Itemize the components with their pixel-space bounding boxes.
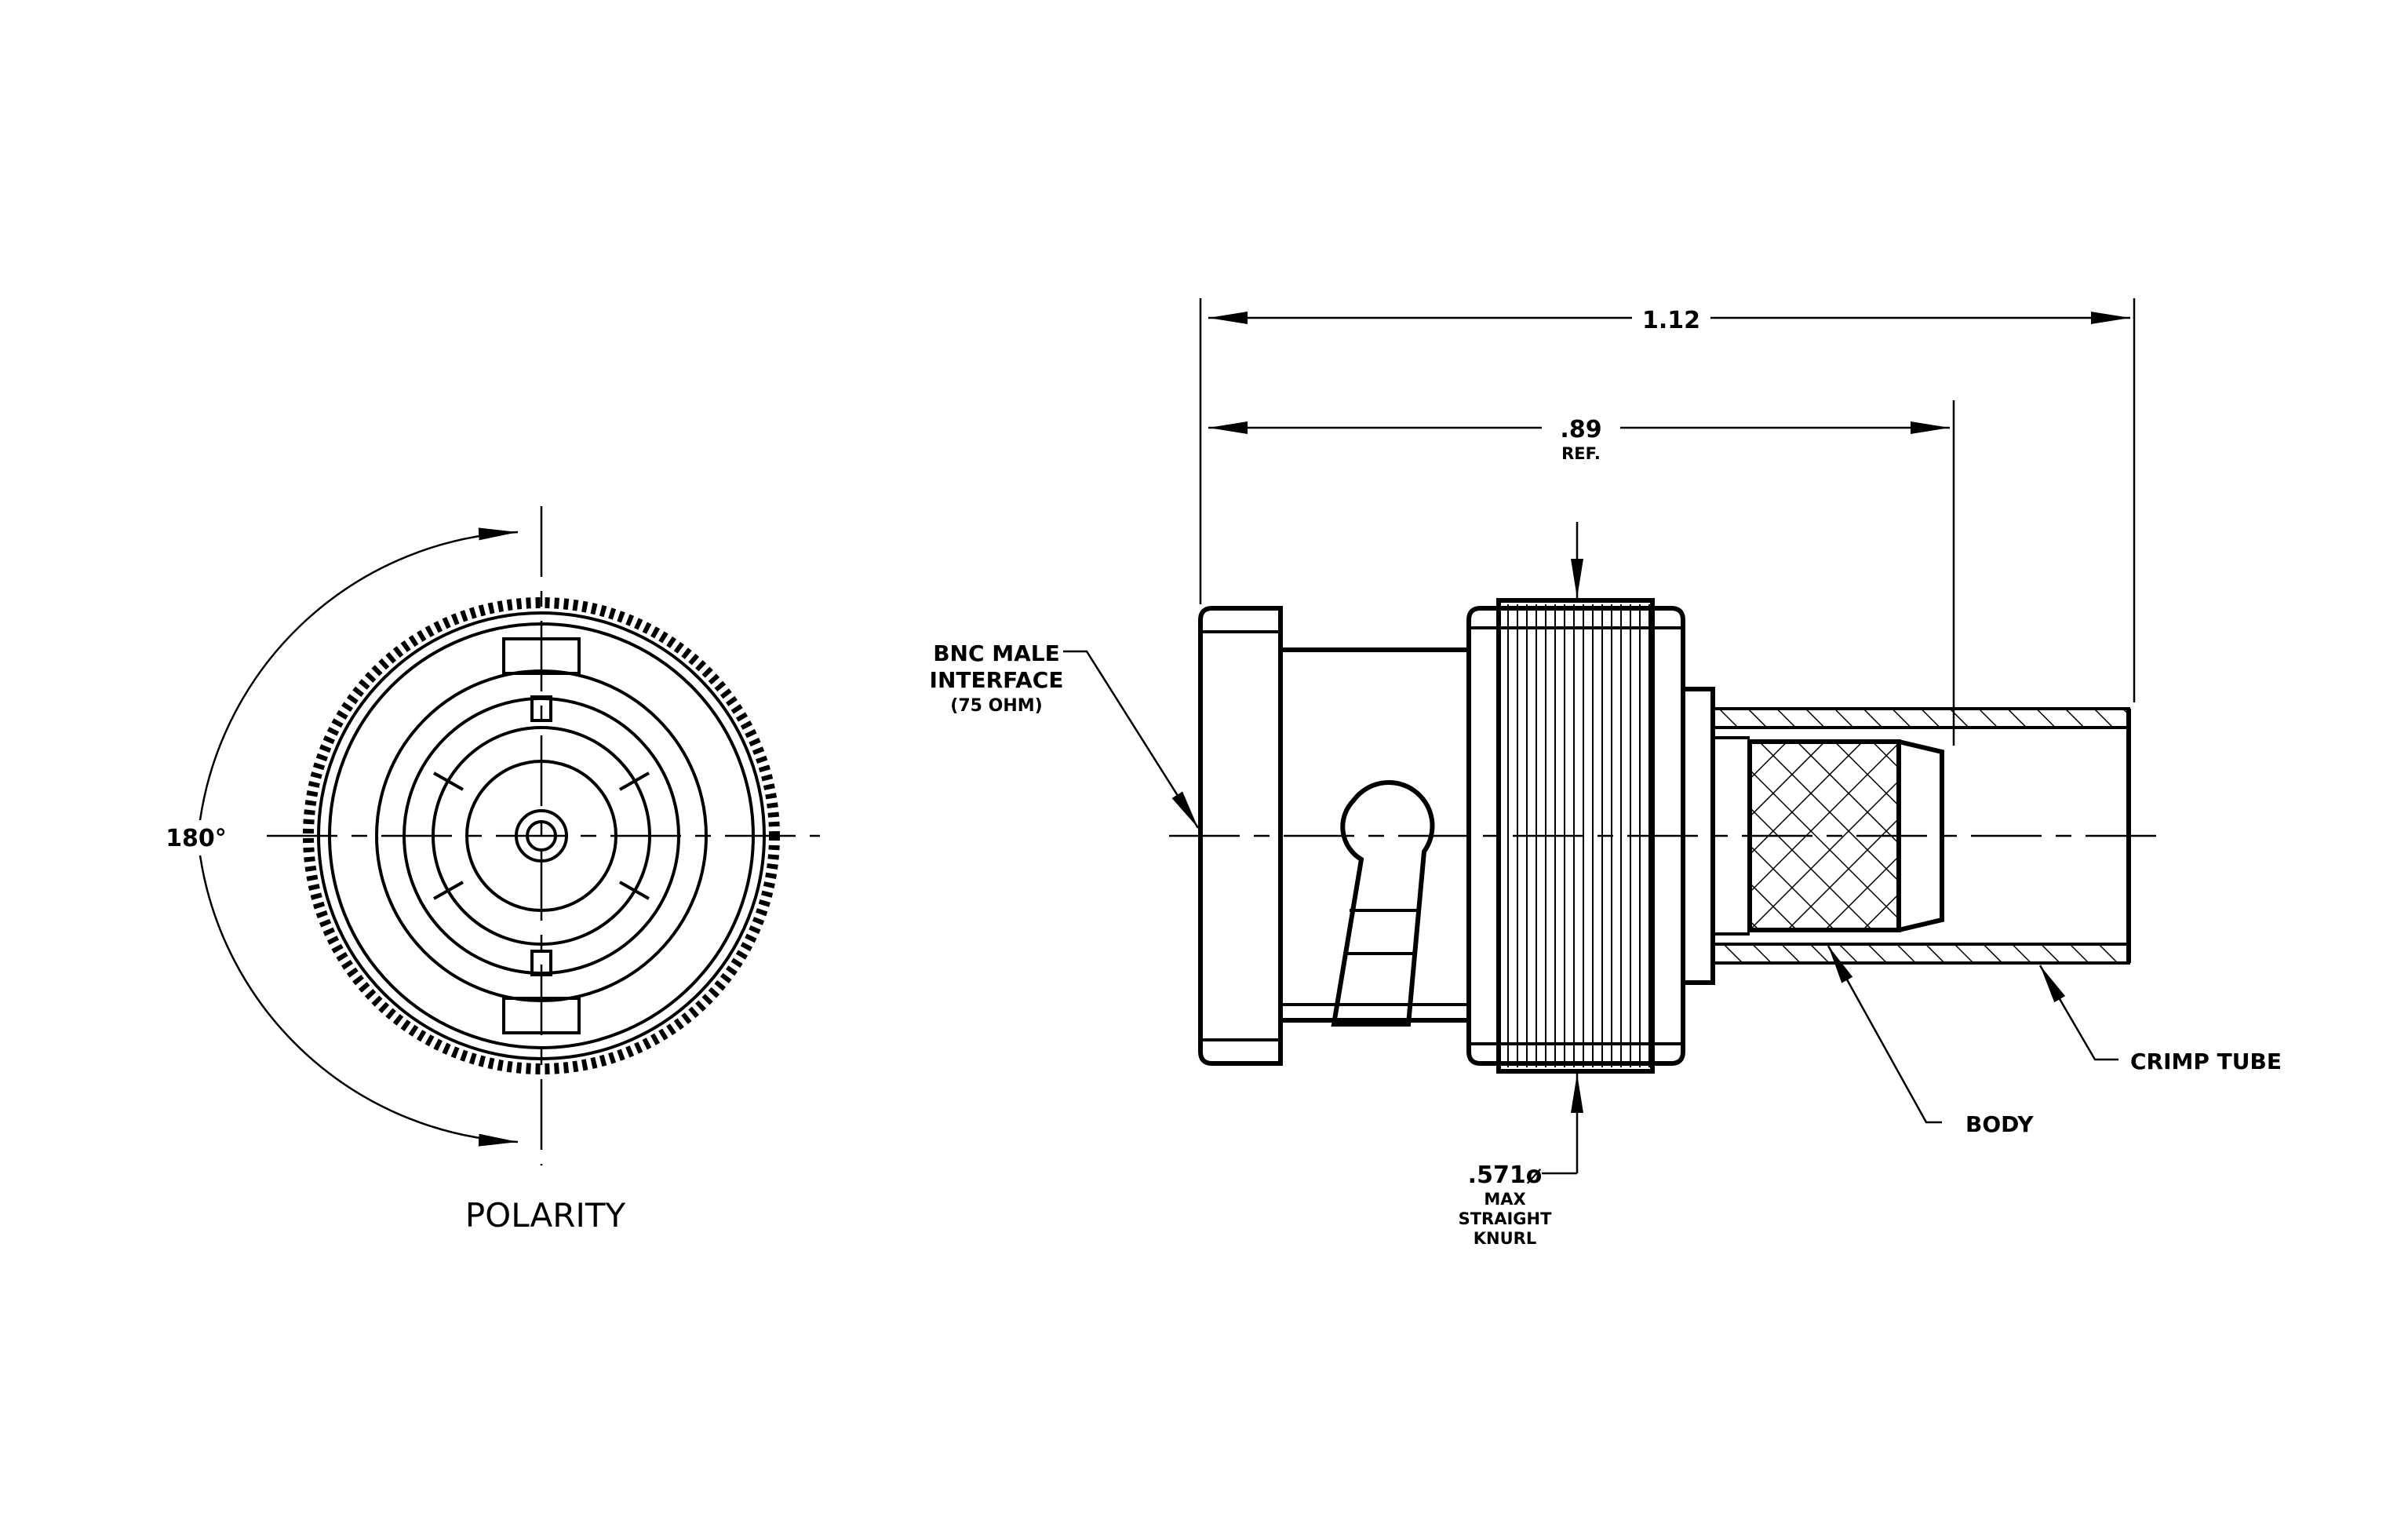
bayonet-lug-bottom [502,997,581,1034]
slot-top [530,695,552,722]
body-circle [375,669,708,1002]
crimp-tube-wall-bottom [1711,943,2130,965]
knurl-note-3: KNURL [1474,1229,1536,1248]
pin-inner [526,820,557,852]
coupling-nut [1466,606,1685,1066]
slot-line-lr [619,881,650,900]
contact-ring-outer [432,726,651,946]
end-view: 180° POLARITY [166,506,820,1235]
body-taper [1898,739,1944,932]
knurl-ring [303,597,780,1074]
bayonet-lug-top [502,637,581,675]
knurl-note-1: MAX [1484,1190,1525,1209]
interface-leader [1063,650,1200,829]
interface-label-3: (75 OHM) [950,696,1042,716]
polarity-arc-lower [199,855,519,1147]
polarity-arc-upper [199,527,519,821]
front-flange [1198,606,1283,1066]
bayonet-slot [1331,780,1435,1027]
crimp-tube-label: CRIMP TUBE [2130,1049,2282,1074]
crimp-tube-leader [2038,965,2118,1061]
knurl-dimension: .571ø [1468,1162,1543,1189]
body-knurl [1747,739,1901,932]
reference-length-label: .89 [1560,416,1601,443]
pin-outer [515,809,568,863]
slot-line-ul [433,771,464,791]
side-view: 1.12 .89 REF. .571ø MAX STRAIGHT KNURL B… [930,298,2282,1248]
body-leader [1827,945,1942,1124]
slot-line-ll [433,881,464,900]
outer-circle [317,611,766,1060]
angle-label: 180° [166,825,227,852]
overall-length-label: 1.12 [1642,307,1700,334]
slot-bottom [530,950,552,976]
contact-ring-inner [465,760,617,912]
body-label: BODY [1965,1111,2034,1137]
reference-note: REF. [1561,444,1601,463]
straight-knurl [1496,598,1655,1074]
slot-line-ur [619,771,650,791]
interface-label-1: BNC MALE [933,640,1060,666]
rear-step [1681,687,1715,985]
interface-label-2: INTERFACE [930,667,1064,693]
knurl-note-2: STRAIGHT [1459,1209,1552,1228]
crimp-tube-wall-top [1711,707,2130,729]
nut-circle [328,622,755,1049]
polarity-caption: POLARITY [465,1196,626,1235]
